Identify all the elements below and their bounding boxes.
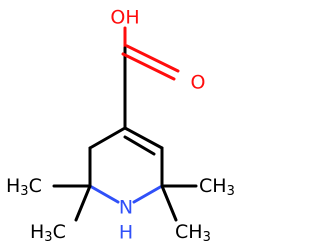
methyl-bottom-left-label: H3C	[30, 221, 66, 245]
methyl-bottom-left-tail: C	[53, 221, 66, 243]
hydroxyl-label: OH	[110, 7, 139, 29]
carbonyl-oxygen-label: O	[191, 72, 206, 94]
bond-ring-c4-c5-double-b	[123, 135, 156, 156]
methyl-bottom-right-subscript: 3	[203, 230, 211, 245]
methyl-top-right-main: CH	[199, 175, 227, 197]
methyl-top-left-label: H3C	[6, 175, 42, 199]
methyl-top-left-subscript: 3	[20, 184, 28, 199]
methyl-top-right-subscript: 3	[227, 184, 235, 199]
bond-ring-c3-c2	[88, 126, 127, 150]
bond-c-o-double-a	[125, 44, 180, 73]
bond-left-to-n	[88, 184, 120, 204]
methyl-bottom-left-main: H	[30, 221, 44, 243]
methyl-bottom-right-main: CH	[175, 221, 203, 243]
methyl-top-left-tail: C	[29, 175, 42, 197]
bond-c-o-double-b	[121, 52, 176, 81]
chemical-structure: OH O N H H3C H3C CH3 CH3	[6, 7, 235, 245]
methyl-top-left-main: H	[6, 175, 20, 197]
ring-nh-hydrogen-label: H	[119, 222, 133, 244]
bond-right-to-n	[132, 184, 164, 204]
bond-methyl-left-lower	[74, 184, 92, 222]
methyl-top-right-label: CH3	[199, 175, 235, 199]
bond-ring-c4-c5-double-a	[123, 126, 164, 150]
ring-nitrogen-label: N	[119, 197, 133, 219]
bond-methyl-right-lower	[160, 184, 178, 222]
methyl-bottom-right-label: CH3	[175, 221, 211, 245]
methyl-bottom-left-subscript: 3	[44, 230, 52, 245]
